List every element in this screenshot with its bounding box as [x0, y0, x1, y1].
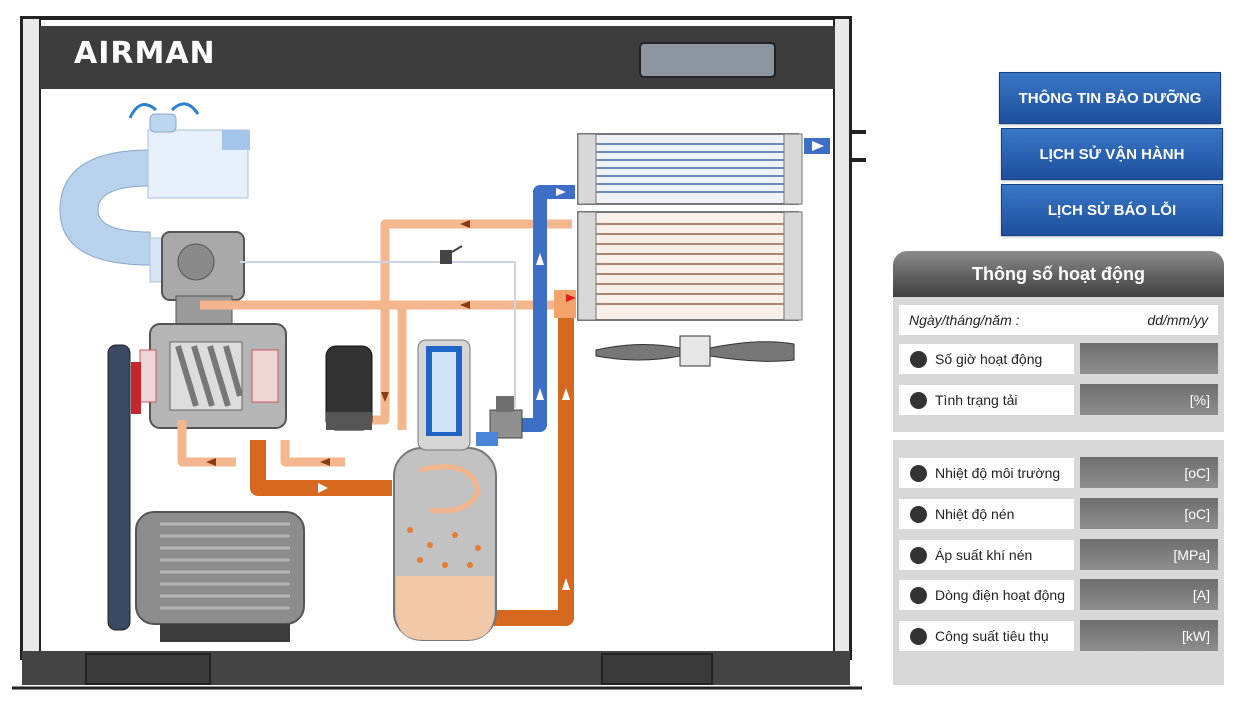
solenoid-valve — [440, 245, 463, 264]
electric-motor — [135, 511, 305, 642]
air-cooler — [577, 133, 830, 205]
error-history-button[interactable]: LỊCH SỬ BÁO LỖI — [1001, 184, 1223, 236]
status-dot-icon — [910, 505, 927, 523]
oil-cooler — [554, 211, 803, 321]
param-value-air-pressure: [MPa] — [1080, 539, 1218, 570]
param-value-operating-hours — [1080, 343, 1218, 374]
panel-title: Thông số hoạt động — [893, 251, 1224, 297]
param-label-load-status: Tình trạng tải — [899, 385, 1074, 415]
status-dot-icon — [910, 586, 927, 604]
compressor-diagram — [12, 16, 866, 690]
param-label-current: Dòng điện hoạt động — [899, 580, 1074, 610]
param-label-ambient-temp: Nhiệt độ môi trường — [899, 458, 1074, 488]
param-label-compression-temp: Nhiệt độ nén — [899, 499, 1074, 529]
operation-history-button[interactable]: LỊCH SỬ VẬN HÀNH — [1001, 128, 1223, 180]
param-label-air-pressure: Áp suất khí nén — [899, 540, 1074, 570]
check-valve — [476, 396, 523, 446]
param-value-power: [kW] — [1080, 620, 1218, 651]
cabinet-side-right — [833, 17, 851, 659]
cabinet-side-left — [21, 17, 41, 659]
date-label: Ngày/tháng/năm : — [909, 312, 1020, 328]
flow-arrows — [318, 188, 570, 590]
brand-logo: AIRMAN — [74, 36, 216, 71]
status-dot-icon — [910, 464, 927, 482]
param-label-operating-hours: Số giờ hoạt động — [899, 344, 1074, 374]
maintenance-info-button[interactable]: THÔNG TIN BẢO DƯỠNG — [999, 72, 1221, 124]
date-row: Ngày/tháng/năm : dd/mm/yy — [899, 305, 1218, 335]
param-value-compression-temp: [oC] — [1080, 498, 1218, 529]
cooling-fan — [595, 335, 795, 367]
drive-belt — [107, 344, 141, 631]
param-value-load-status: [%] — [1080, 384, 1218, 415]
status-dot-icon — [910, 627, 927, 645]
param-label-power: Công suất tiêu thụ — [899, 621, 1074, 651]
status-dot-icon — [910, 546, 927, 564]
status-dot-icon — [910, 350, 927, 368]
oil-filter — [325, 345, 373, 431]
param-value-ambient-temp: [oC] — [1080, 457, 1218, 488]
screw-airend — [139, 323, 287, 429]
hot-oil-lines — [250, 298, 574, 626]
date-value: dd/mm/yy — [1147, 312, 1208, 328]
display-window — [639, 42, 776, 78]
separator-tank — [393, 339, 497, 641]
cool-oil-lines — [177, 219, 572, 467]
param-value-current: [A] — [1080, 579, 1218, 610]
status-dot-icon — [910, 391, 927, 409]
